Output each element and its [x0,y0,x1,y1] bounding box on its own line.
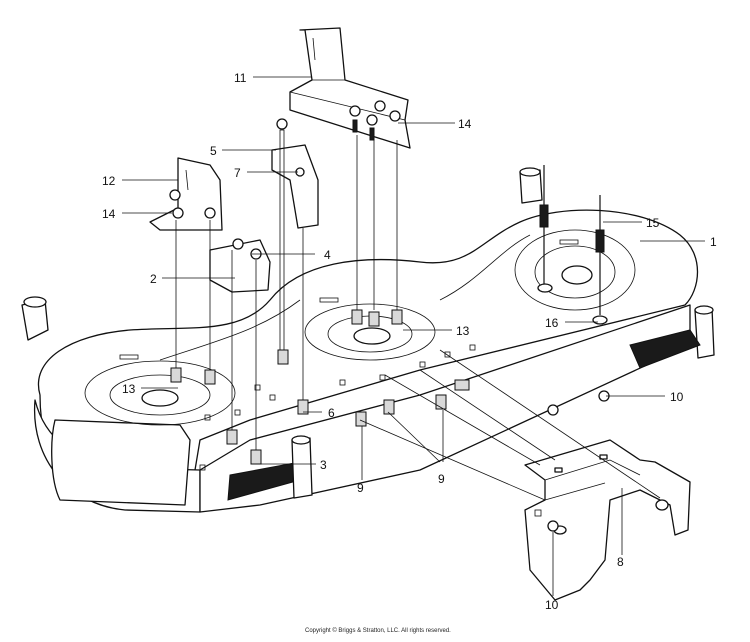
callout-13a: 13 [456,324,470,338]
callout-11: 11 [234,71,247,85]
callout-13b: 13 [122,382,136,396]
callout-10b: 10 [545,598,559,612]
idler-bracket [209,238,271,293]
callout-1: 1 [710,235,717,249]
callout-5: 5 [210,144,217,158]
callout-3: 3 [320,458,327,472]
callout-6: 6 [328,406,335,420]
callout-16: 16 [545,316,559,330]
callout-10a: 10 [670,390,684,404]
callout-14b: 14 [102,207,116,221]
leader-lines [122,76,705,596]
callout-15: 15 [646,216,660,230]
callout-2: 2 [150,272,157,286]
mounting-bolts [170,135,661,532]
upright-bracket [271,118,319,351]
callout-14a: 14 [458,117,472,131]
callout-12: 12 [102,174,116,188]
copyright-notice: Copyright © Briggs & Stratton, LLC. All … [305,627,451,634]
front-hitch-bracket [524,439,691,601]
callout-7: 7 [234,166,241,180]
callout-4: 4 [324,248,331,262]
callout-9b: 9 [438,472,445,486]
left-bracket [149,157,223,231]
callout-9a: 9 [357,481,364,495]
callout-labels: 1 2 3 4 5 6 7 8 9 9 10 10 11 12 13 13 14… [102,71,717,612]
callout-8: 8 [617,555,624,569]
engine-mount-plate [289,27,411,149]
